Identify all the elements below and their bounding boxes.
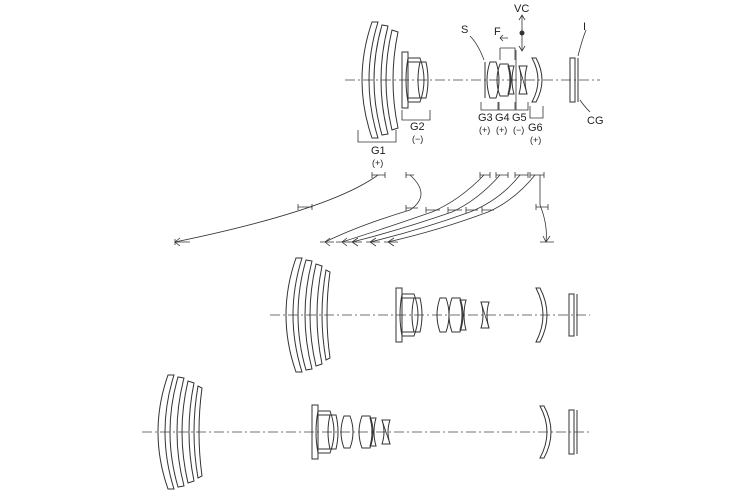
lens-group-g2-bottom [311, 404, 339, 460]
tick-g1-mid [297, 204, 313, 210]
label-s: S [461, 24, 468, 36]
bracket-g5 [515, 50, 529, 111]
trajectory-g3 [341, 174, 485, 243]
config-top: S F VC I CG G1 (+) G2 (−) G3 (+) G4 (+) … [345, 3, 604, 168]
label-cg: CG [587, 115, 604, 127]
label-g2-sign: (−) [412, 134, 423, 144]
trajectory-g4 [351, 174, 501, 243]
lens-group-g1-bottom [157, 374, 203, 490]
lens-group-g4-middle [448, 297, 467, 333]
tick-g1-end [174, 237, 190, 247]
tick-g4-start [495, 172, 509, 178]
tick-g3-end [336, 237, 350, 247]
tick-image-mid [535, 204, 549, 210]
tick-g6-end [384, 237, 398, 247]
bracket-g3 [480, 102, 499, 111]
vc-arrow [518, 14, 526, 52]
lens-group-g2-middle [395, 287, 423, 343]
trajectory-g5 [369, 174, 521, 243]
tick-g4-end [348, 237, 362, 247]
lens-group-g3-bottom [340, 415, 354, 449]
label-g2: G2 [410, 121, 425, 133]
bracket-f [499, 47, 516, 60]
tick-g6-start [529, 172, 545, 178]
lens-group-g4-top [496, 63, 515, 97]
tick-g3-start [479, 172, 491, 178]
lens-group-g6-middle [535, 287, 548, 343]
tick-g3-mid [425, 207, 440, 213]
label-g4: G4 [495, 112, 510, 124]
leader-i [577, 29, 587, 57]
tick-g6-mid [481, 207, 494, 213]
tick-g2-end [320, 237, 334, 247]
lens-group-g6-bottom [539, 405, 552, 459]
lens-group-g1-top [361, 21, 399, 139]
label-g6: G6 [528, 122, 543, 134]
label-g6-sign: (+) [530, 135, 541, 145]
tick-g5-start [514, 172, 529, 178]
leader-s [469, 35, 485, 61]
bracket-g2 [401, 110, 431, 121]
lens-group-g2-top [401, 51, 429, 109]
bracket-g1 [357, 130, 397, 143]
label-g4-sign: (+) [496, 125, 507, 135]
tick-g5-mid [465, 207, 478, 213]
trajectory-g6 [387, 174, 536, 243]
lens-group-g6-top [531, 57, 543, 103]
lens-group-g5-middle [480, 301, 490, 329]
leader-cg [579, 99, 591, 113]
tick-g5-end [366, 237, 380, 247]
cover-glass-middle [568, 293, 578, 337]
label-g1-sign: (+) [372, 158, 383, 168]
trajectory-image [539, 175, 547, 243]
lens-group-g1-middle [285, 257, 331, 373]
trajectory-g1 [174, 174, 379, 243]
bracket-g6 [529, 106, 544, 119]
cover-glass-top [569, 57, 579, 103]
label-f: F [494, 26, 501, 38]
label-g5: G5 [512, 112, 527, 124]
lens-group-g5-bottom [381, 419, 391, 445]
zoom-trajectories [174, 172, 554, 247]
tick-g1-start [371, 172, 386, 178]
label-g5-sign: (−) [513, 125, 524, 135]
label-g1: G1 [371, 145, 386, 157]
tick-g2-mid [405, 205, 418, 211]
trajectory-g2 [324, 174, 422, 243]
cover-glass-bottom [568, 409, 578, 455]
label-g3-sign: (+) [479, 125, 490, 135]
tick-g4-mid [447, 207, 462, 213]
lens-group-g3-middle [436, 297, 450, 333]
label-i: I [583, 21, 586, 33]
focus-arrow [499, 34, 508, 42]
lens-group-g4-bottom [358, 415, 377, 449]
config-bottom [142, 374, 590, 490]
label-g3: G3 [478, 112, 493, 124]
config-middle [270, 257, 590, 373]
tick-image-end [540, 235, 554, 243]
label-vc: VC [514, 3, 529, 15]
lens-group-g5-top [518, 65, 528, 95]
bracket-g4 [498, 102, 516, 111]
